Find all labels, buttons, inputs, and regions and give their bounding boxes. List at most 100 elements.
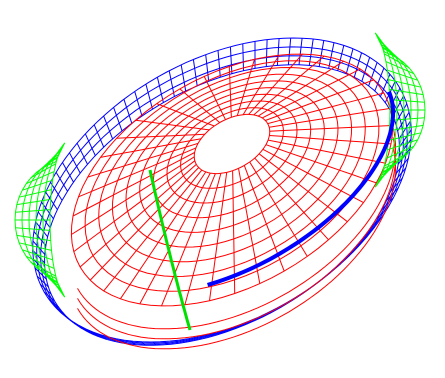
outer-ring-rib (397, 148, 411, 165)
flange-rib (35, 266, 58, 284)
flange-rib (35, 156, 58, 174)
outer-ring-rib (328, 42, 335, 69)
flange-rib (389, 88, 424, 96)
flange-rib (385, 61, 414, 75)
body-meridian (253, 55, 325, 116)
body-meridian (116, 133, 205, 139)
outer-ring-rib (368, 62, 378, 87)
outer-ring-rib (134, 91, 143, 117)
outer-ring-rib (43, 291, 55, 302)
body-meridian (269, 125, 393, 132)
outer-ring-rib (337, 45, 345, 71)
outer-ring-rib (217, 50, 221, 78)
outer-ring-rib (141, 341, 146, 346)
body-meridian (179, 88, 221, 123)
flange-rib (26, 171, 55, 185)
outer-ring-rib (45, 191, 58, 210)
seam-arc (207, 90, 396, 287)
flange-rib (22, 249, 53, 261)
flange-rib (387, 69, 418, 81)
outer-ring-rib (53, 305, 64, 314)
flange-rib (26, 255, 55, 269)
body-meridian (248, 53, 303, 115)
body-meridian (72, 152, 195, 217)
outer-ring-rib (192, 59, 198, 86)
outer-ring-rib (176, 340, 179, 344)
body-meridian (119, 171, 207, 300)
flange-rib (388, 79, 422, 88)
outer-ring-rib (76, 142, 88, 165)
outer-ring-rib (62, 162, 74, 183)
outer-ring-rib (211, 332, 215, 337)
body-meridian (139, 172, 211, 305)
flange-rib (382, 156, 405, 174)
flange-rib (18, 242, 52, 251)
body-meridian (236, 59, 255, 116)
outer-ring-rib (113, 107, 123, 132)
body-meridian (228, 66, 232, 118)
outer-ring-rib (353, 52, 363, 78)
body-meridian (73, 160, 196, 253)
flange-rib (382, 46, 405, 64)
outer-ring-rib (130, 340, 136, 345)
outer-ring-rib (156, 77, 164, 103)
body-meridian (257, 60, 344, 117)
outer-ring-rib (36, 275, 49, 288)
flange-rib (54, 142, 66, 163)
green-seam-arc (148, 169, 192, 331)
flange-rib (15, 227, 51, 231)
flange-rib (383, 151, 410, 167)
flange-rib (377, 164, 392, 184)
outer-ring-rib (398, 120, 412, 140)
outer-ring-rib (123, 99, 133, 124)
outer-ring-rib (308, 38, 314, 66)
outer-ring-rib (345, 48, 354, 74)
outer-ring-rib (93, 124, 105, 148)
body-meridian (254, 157, 329, 241)
body-meridian (78, 147, 197, 198)
flange-rib (30, 261, 57, 277)
body-meridian (184, 173, 222, 305)
body-meridian (161, 173, 216, 307)
outer-ring-rib (374, 67, 385, 92)
outer-ring-rib (84, 133, 96, 156)
outer-ring-rib (103, 115, 114, 140)
outer-ring-rib (34, 267, 47, 280)
body-meridian (269, 107, 391, 128)
outer-ring-rib (69, 152, 81, 174)
body-meridian (156, 103, 215, 127)
body-meridian (100, 138, 202, 158)
flange-rib (383, 53, 410, 69)
body-skirt (77, 137, 396, 340)
outer-ring-rib (90, 330, 98, 337)
outer-ring-rib (242, 43, 244, 71)
outer-ring-rib (59, 311, 70, 320)
outer-ring-rib (82, 326, 91, 334)
outer-ring-rib (396, 157, 409, 174)
body-meridian (267, 92, 385, 125)
flange-rib (48, 274, 63, 294)
outer-ring-rib (152, 341, 157, 346)
body-meridian (258, 153, 348, 223)
flange-rib (389, 117, 425, 121)
outer-ring-rib (223, 329, 227, 334)
outer-ring-rib (381, 197, 394, 210)
seam-line (148, 90, 396, 331)
body-meridian (203, 76, 226, 120)
body-skirt (77, 147, 396, 350)
body-meridian (268, 139, 386, 164)
flange-rib (389, 124, 424, 132)
flange-rib (54, 277, 66, 298)
outer-ring-rib (370, 217, 382, 229)
body-meridian (103, 169, 203, 292)
body-meridian (135, 119, 210, 131)
outer-ring-rib (164, 341, 168, 345)
flange-rib (18, 189, 52, 198)
outer-ring-rib (393, 167, 407, 183)
flange-rib (16, 198, 51, 206)
body-skirt (77, 127, 396, 330)
outer-ring-rib (361, 57, 371, 82)
flange-rib (388, 132, 422, 141)
